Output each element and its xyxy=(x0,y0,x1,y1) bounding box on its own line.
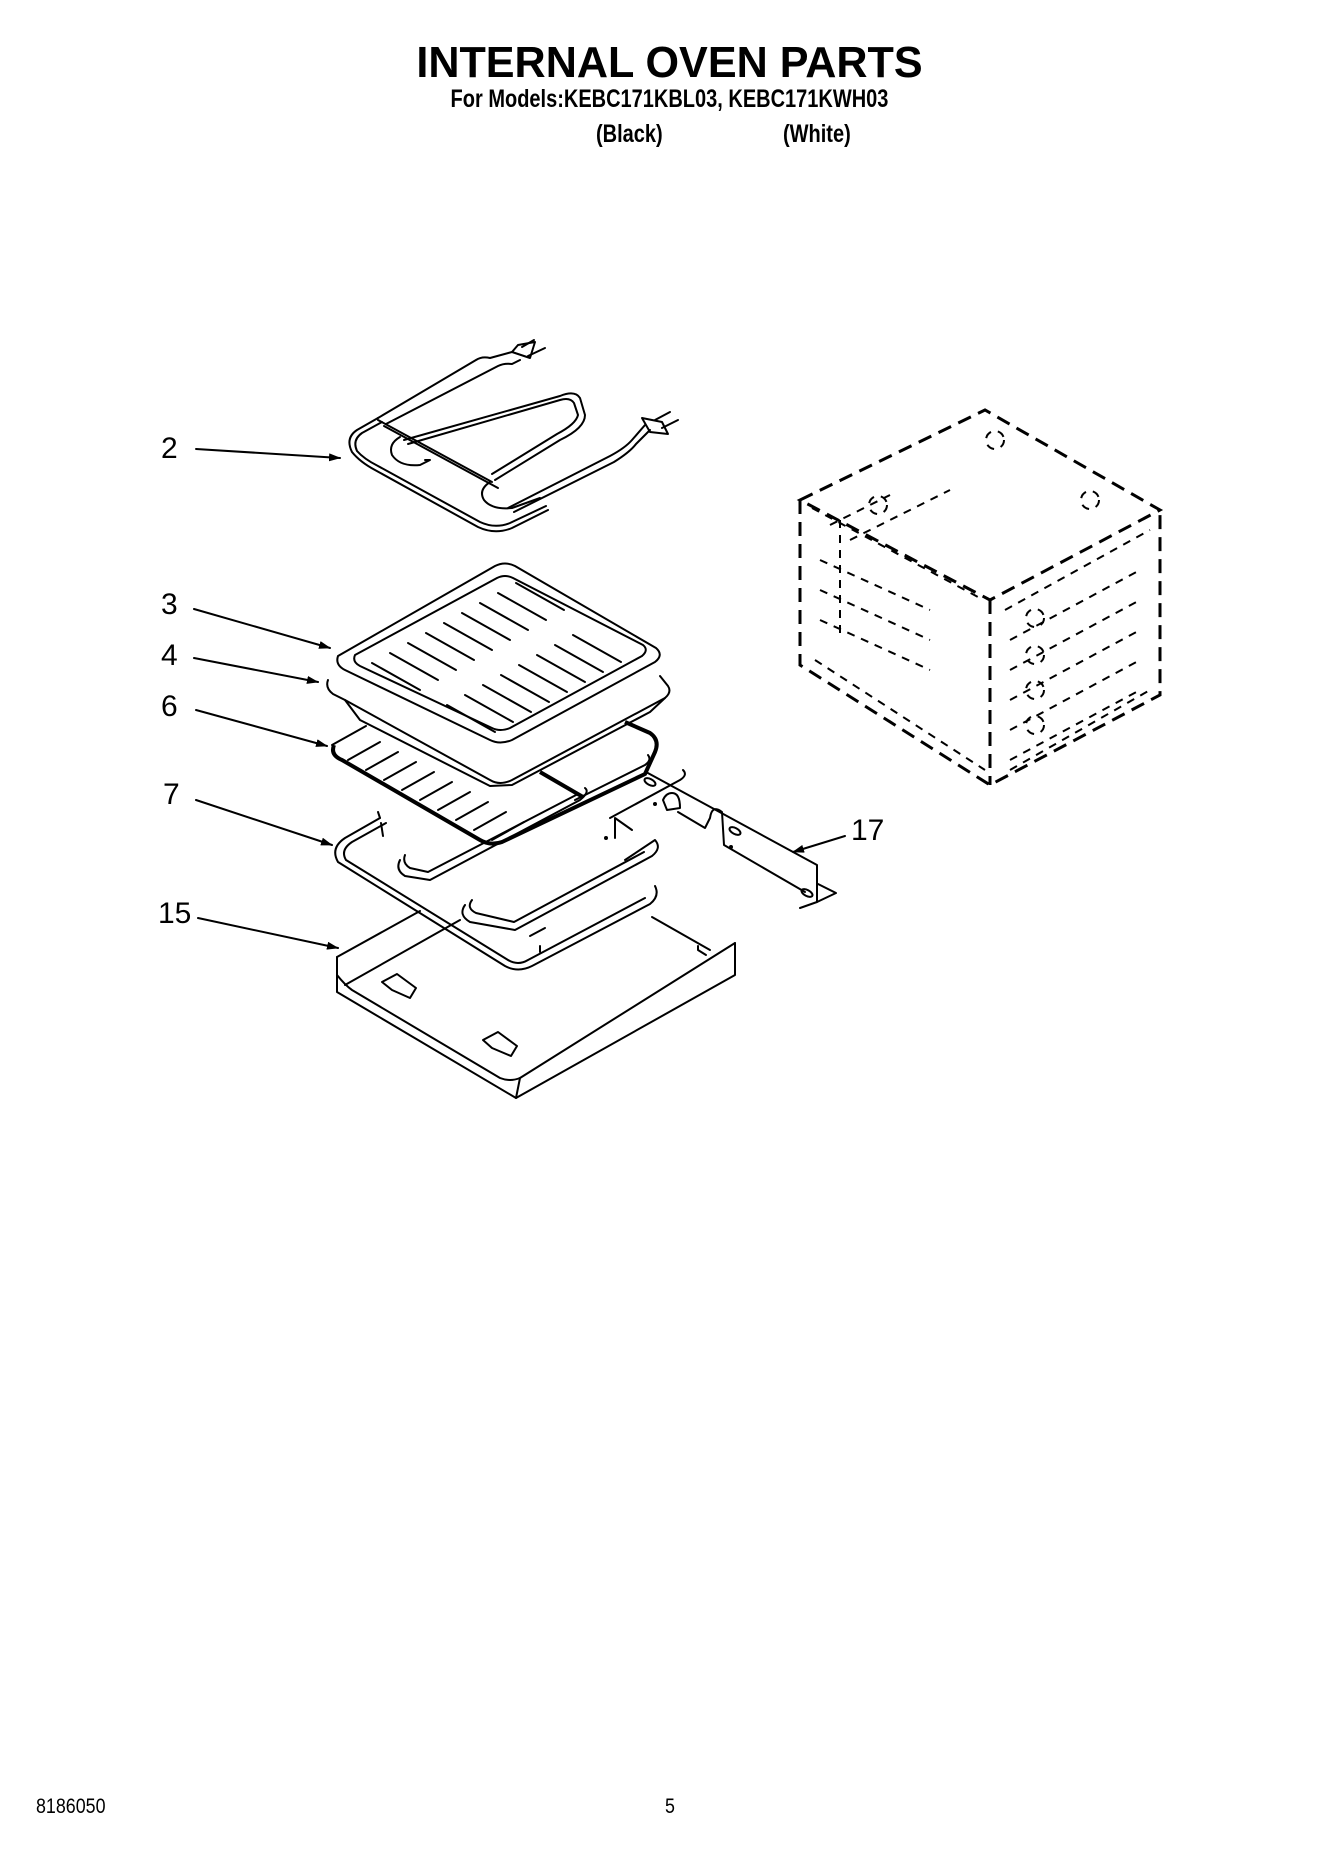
leader-arrow-6 xyxy=(195,709,328,747)
page-title: INTERNAL OVEN PARTS xyxy=(416,38,923,87)
leader-arrow-17 xyxy=(792,835,846,853)
variant-white-label: (White) xyxy=(783,120,851,148)
broil-element-drawing xyxy=(348,339,679,533)
oven-cavity-phantom-drawing xyxy=(796,408,1164,787)
oven-bottom-drawing xyxy=(336,822,736,1099)
bake-element-drawing xyxy=(334,754,686,971)
leader-arrow-3 xyxy=(193,608,331,649)
callout-7: 7 xyxy=(163,778,180,811)
document-number: 8186050 xyxy=(36,1795,106,1818)
callout-2: 2 xyxy=(161,432,178,465)
callout-17: 17 xyxy=(851,814,885,847)
broiler-pan-drawing xyxy=(326,562,671,787)
bracket-drawing xyxy=(643,771,837,909)
callout-6: 6 xyxy=(161,690,178,723)
rack-wires xyxy=(347,741,525,841)
leader-arrow-7 xyxy=(195,799,333,846)
variant-black-label: (Black) xyxy=(596,120,663,148)
leader-arrow-2 xyxy=(195,448,341,462)
leader-arrow-4 xyxy=(193,657,319,684)
leader-arrow-15 xyxy=(197,917,339,950)
oven-rack-drawing xyxy=(331,720,659,846)
page-number: 5 xyxy=(665,1795,675,1818)
callout-4: 4 xyxy=(161,639,178,672)
callout-3: 3 xyxy=(161,588,178,621)
leader-arrows xyxy=(193,448,846,950)
models-line: For Models:KEBC171KBL03, KEBC171KWH03 xyxy=(450,85,889,113)
callout-15: 15 xyxy=(158,897,192,930)
broiler-grid-slots xyxy=(371,582,622,733)
